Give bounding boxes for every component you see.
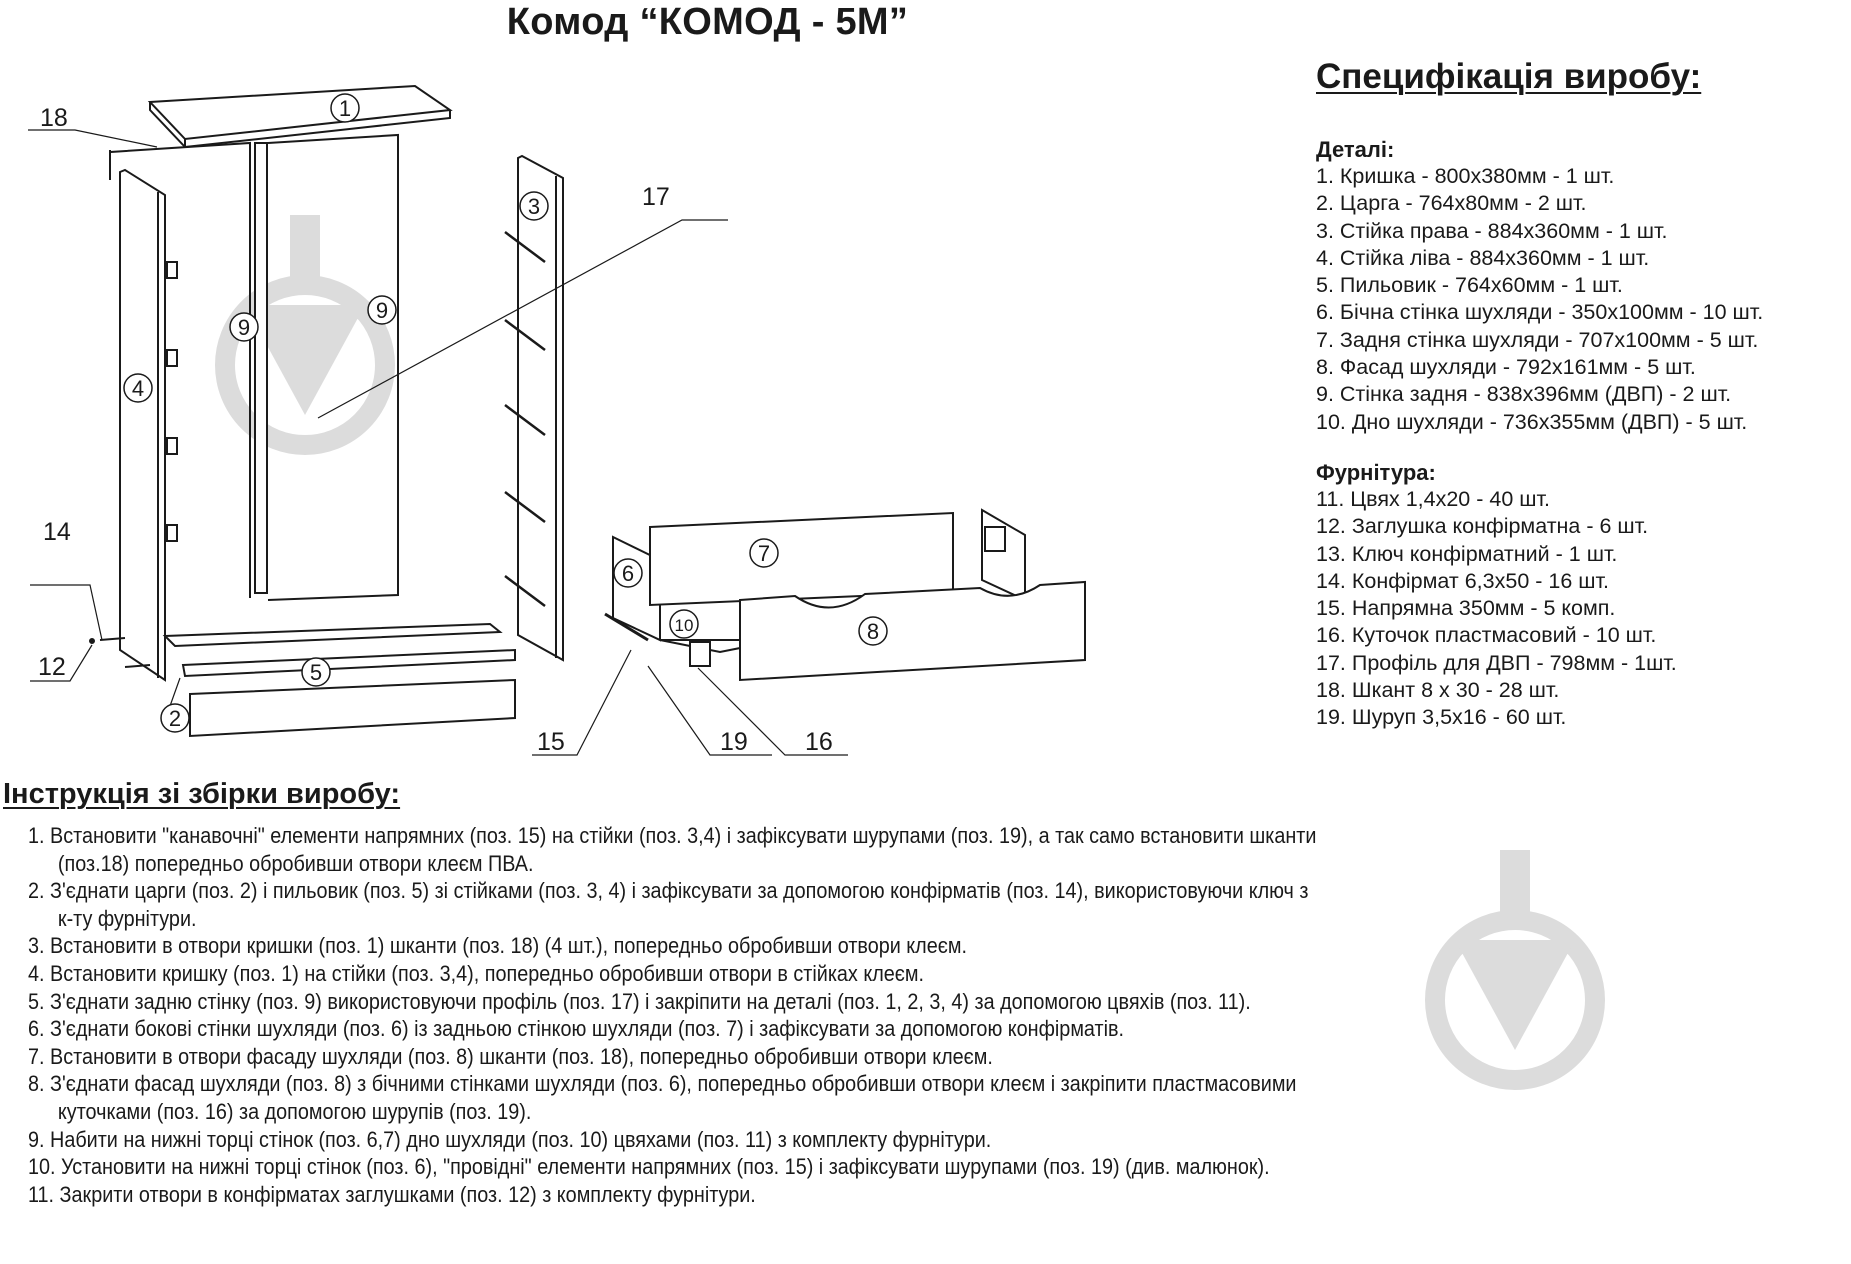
list-item: 13. Ключ конфірматний - 1 шт. [1316, 541, 1618, 566]
step-text-continued: куточками (поз. 16) за допомогою шурупів… [57, 1098, 532, 1124]
instruction-step: 8. З'єднати фасад шухляди (поз. 8) з біч… [28, 1070, 1632, 1125]
svg-text:5: 5 [310, 660, 322, 685]
list-item: 3. Стійка права - 884х360мм - 1 шт. [1316, 218, 1668, 243]
list-item: 16. Куточок пластмасовий - 10 шт. [1316, 623, 1657, 648]
instruction-step: 7. Встановити в отвори фасаду шухляди (п… [28, 1043, 993, 1069]
list-item: 6. Бічна стінка шухляди - 350х100мм - 10… [1316, 300, 1764, 325]
list-item: 14. Конфірмат 6,3х50 - 16 шт. [1316, 568, 1609, 593]
list-item: 12. Заглушка конфірматна - 6 шт. [1316, 514, 1649, 539]
list-item: 7. Задня стінка шухляди - 707х100мм - 5 … [1316, 327, 1759, 352]
hardware-list: 11. Цвях 1,4х20 - 40 шт. 12. Заглушка ко… [1316, 486, 1851, 732]
instruction-step: 6. З'єднати бокові стінки шухляди (поз. … [28, 1016, 1125, 1042]
list-item: 10. Дно шухляди - 736х355мм (ДВП) - 5 шт… [1316, 409, 1748, 434]
instruction-step: 3. Встановити в отвори кришки (поз. 1) ш… [28, 933, 967, 959]
instruction-step: 9. Набити на нижні торці стінок (поз. 6,… [28, 1126, 992, 1152]
step-text: 8. З'єднати фасад шухляди (поз. 8) з біч… [28, 1071, 1297, 1097]
list-item: 17. Профіль для ДВП - 798мм - 1шт. [1316, 650, 1677, 675]
parts-list: 1. Кришка - 800х380мм - 1 шт. 2. Царга -… [1316, 163, 1851, 436]
specification-panel: Специфікація виробу: Деталі: 1. Кришка -… [1316, 54, 1851, 732]
svg-text:2: 2 [169, 706, 181, 731]
page-title: Комод “КОМОД - 5М” [0, 0, 1851, 44]
instruction-step: 2. З'єднати царги (поз. 2) і пильовик (п… [28, 877, 1632, 932]
hardware-heading: Фурнітура: [1316, 459, 1436, 485]
list-item: 11. Цвях 1,4х20 - 40 шт. [1316, 486, 1550, 511]
instruction-step: 11. Закрити отвори в конфірматах заглушк… [28, 1181, 756, 1207]
title-text: Комод “КОМОД - 5М” [506, 1, 909, 43]
instruction-step: 10. Установити на нижні торці стінок (по… [28, 1154, 1270, 1180]
svg-text:6: 6 [622, 561, 634, 586]
list-item: 19. Шуруп 3,5х16 - 60 шт. [1316, 705, 1567, 730]
svg-text:17: 17 [642, 183, 670, 211]
list-item: 8. Фасад шухляди - 792х161мм - 5 шт. [1316, 355, 1696, 380]
instructions-heading: Інструкція зі збірки виробу: [3, 778, 401, 810]
step-text-continued: к-ту фурнітури. [57, 905, 197, 931]
list-item: 4. Стійка ліва - 884х360мм - 1 шт. [1316, 245, 1650, 270]
instructions-list: 1. Встановити "канавочні" елементи напря… [28, 822, 1851, 1208]
label-1: 1 [339, 96, 351, 121]
step-text: 1. Встановити "канавочні" елементи напря… [28, 823, 1317, 848]
instruction-step: 5. З'єднати задню стінку (поз. 9) викори… [28, 988, 1251, 1014]
svg-text:9: 9 [376, 298, 388, 323]
svg-text:3: 3 [528, 194, 540, 219]
list-item: 15. Напрямна 350мм - 5 комп. [1316, 596, 1616, 621]
list-item: 18. Шкант 8 х 30 - 28 шт. [1316, 678, 1560, 703]
specification-heading: Специфікація виробу: [1316, 57, 1702, 96]
svg-text:7: 7 [758, 541, 770, 566]
svg-text:18: 18 [40, 104, 68, 132]
instruction-step: 4. Встановити кришку (поз. 1) на стійки … [28, 960, 925, 986]
step-text: 2. З'єднати царги (поз. 2) і пильовик (п… [28, 878, 1309, 904]
svg-text:9: 9 [238, 315, 250, 340]
step-text-continued: (поз.18) попередньо обробивши отвори кле… [57, 850, 534, 876]
list-item: 5. Пильовик - 764х60мм - 1 шт. [1316, 273, 1623, 298]
svg-text:12: 12 [38, 653, 66, 681]
svg-text:16: 16 [805, 728, 833, 756]
parts-heading: Деталі: [1316, 137, 1395, 162]
svg-text:10: 10 [675, 616, 694, 635]
svg-text:19: 19 [720, 728, 748, 756]
list-item: 1. Кришка - 800х380мм - 1 шт. [1316, 164, 1615, 188]
svg-text:8: 8 [867, 619, 879, 644]
list-item: 9. Стінка задня - 838х396мм (ДВП) - 2 шт… [1316, 382, 1732, 407]
svg-text:4: 4 [132, 376, 144, 401]
svg-text:15: 15 [537, 728, 565, 756]
list-item: 2. Царга - 764х80мм - 2 шт. [1316, 191, 1587, 216]
instruction-step: 1. Встановити "канавочні" елементи напря… [28, 822, 1632, 877]
svg-text:14: 14 [43, 518, 71, 546]
